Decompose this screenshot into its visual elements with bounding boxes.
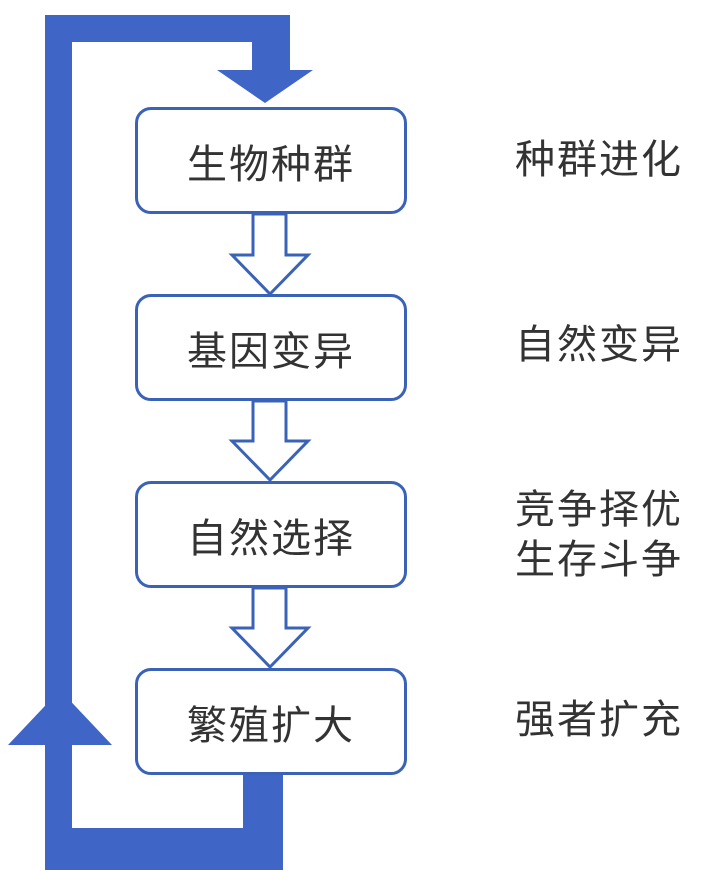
flow-arrow-3 (228, 586, 312, 670)
note-line: 自然变异 (515, 322, 683, 368)
step-label: 基因变异 (187, 328, 355, 375)
flow-arrow-1 (228, 212, 312, 297)
note-reproduction: 强者扩充 (515, 695, 715, 745)
step-label: 自然选择 (187, 515, 355, 562)
step-box-mutation: 基因变异 (135, 294, 407, 401)
flow-arrow-2 (228, 399, 312, 483)
note-line: 种群进化 (515, 137, 683, 183)
note-line: 强者扩充 (515, 697, 683, 743)
feedback-loop-arrow (8, 690, 283, 870)
step-label: 繁殖扩大 (187, 702, 355, 749)
step-box-reproduction: 繁殖扩大 (135, 668, 407, 775)
note-selection: 竞争择优 生存斗争 (515, 485, 715, 585)
note-line: 生存斗争 (515, 537, 683, 583)
step-box-population: 生物种群 (135, 107, 407, 214)
feedback-loop-top (45, 15, 313, 716)
step-box-selection: 自然选择 (135, 481, 407, 588)
note-population: 种群进化 (515, 135, 715, 185)
note-mutation: 自然变异 (515, 320, 715, 370)
note-line: 竞争择优 (515, 487, 683, 533)
step-label: 生物种群 (187, 141, 355, 188)
